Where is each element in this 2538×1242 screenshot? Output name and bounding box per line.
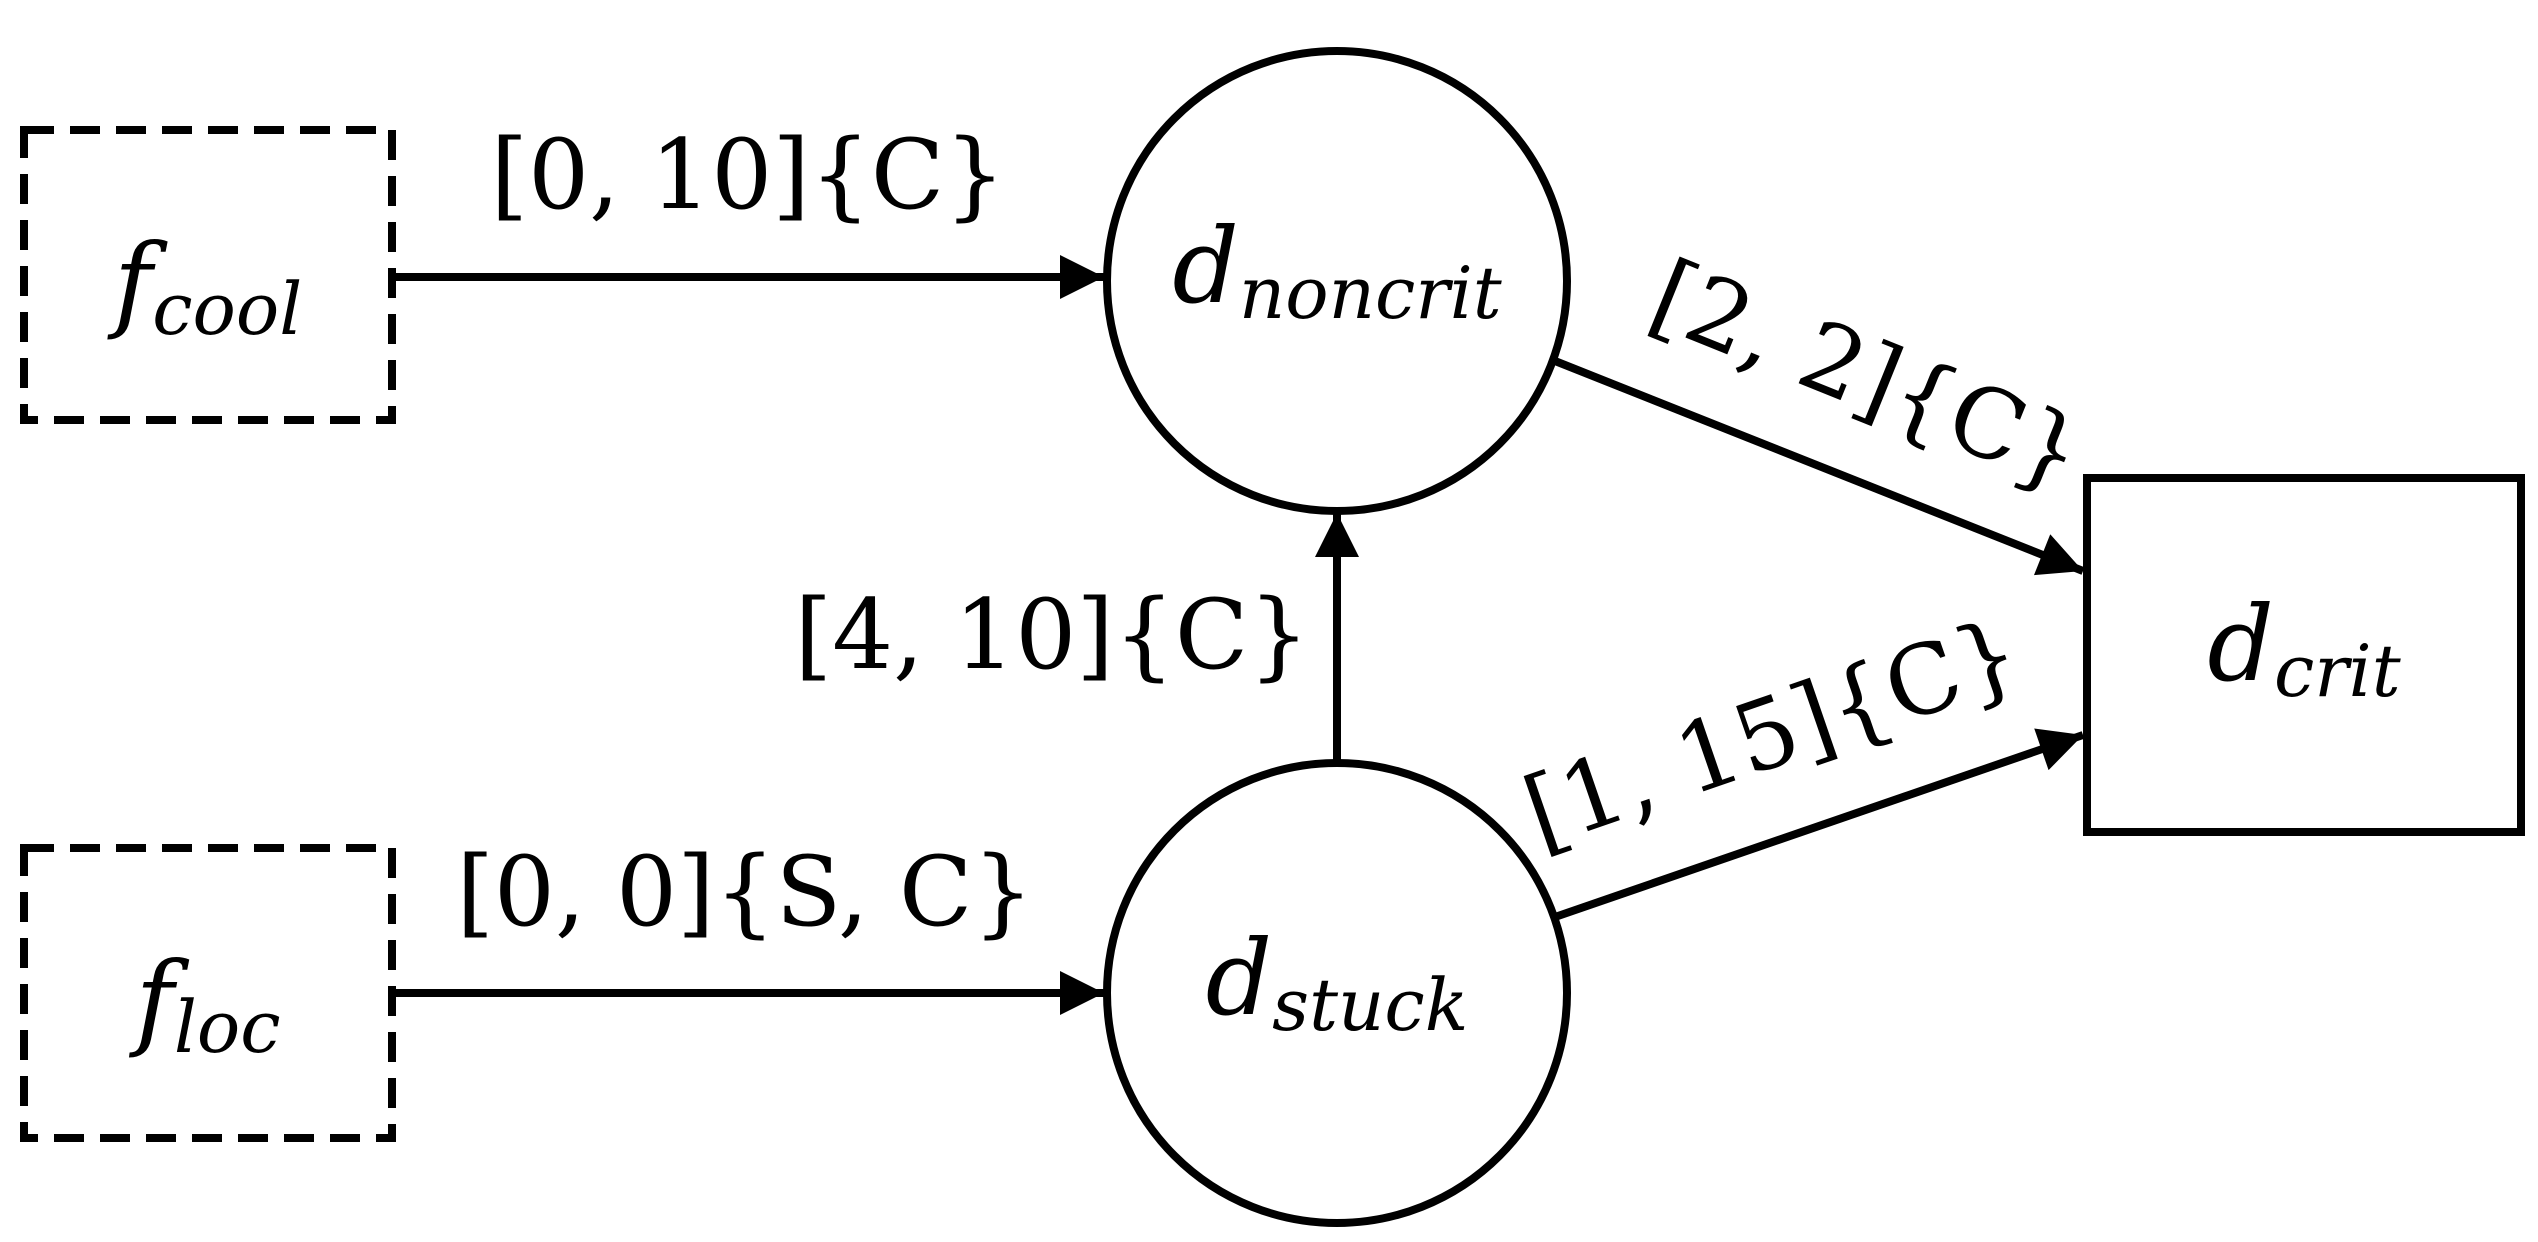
edge-label-d-stuck-to-d-noncrit: [4, 10]{C} bbox=[795, 579, 1310, 691]
node-d-stuck-label: dstuck bbox=[1206, 917, 1469, 1047]
edge-d-stuck-to-d-crit bbox=[1553, 728, 2085, 921]
node-f-loc-label: floc bbox=[128, 939, 280, 1069]
edge-label-f-loc-to-d-stuck: [0, 0]{S, C} bbox=[456, 836, 1033, 948]
edge-label-d-noncrit-to-d-crit: [2, 2]{C} bbox=[1636, 239, 2099, 513]
edge-label-f-cool-to-d-noncrit: [0, 10]{C} bbox=[491, 119, 1006, 231]
node-f-cool-label: fcool bbox=[107, 221, 303, 351]
node-d-noncrit-label: dnoncrit bbox=[1172, 205, 1502, 335]
node-d-crit-box bbox=[2083, 474, 2525, 836]
node-d-crit-label: dcrit bbox=[2207, 583, 2401, 713]
node-f-loc-box bbox=[20, 844, 396, 1142]
node-d-noncrit-circle bbox=[1103, 47, 1571, 515]
edge-label-d-stuck-to-d-crit: [1, 15]{C} bbox=[1511, 596, 2034, 869]
node-f-cool-box bbox=[20, 126, 396, 424]
edge-d-noncrit-to-d-crit bbox=[1553, 357, 2085, 576]
node-d-stuck-circle bbox=[1103, 759, 1571, 1227]
